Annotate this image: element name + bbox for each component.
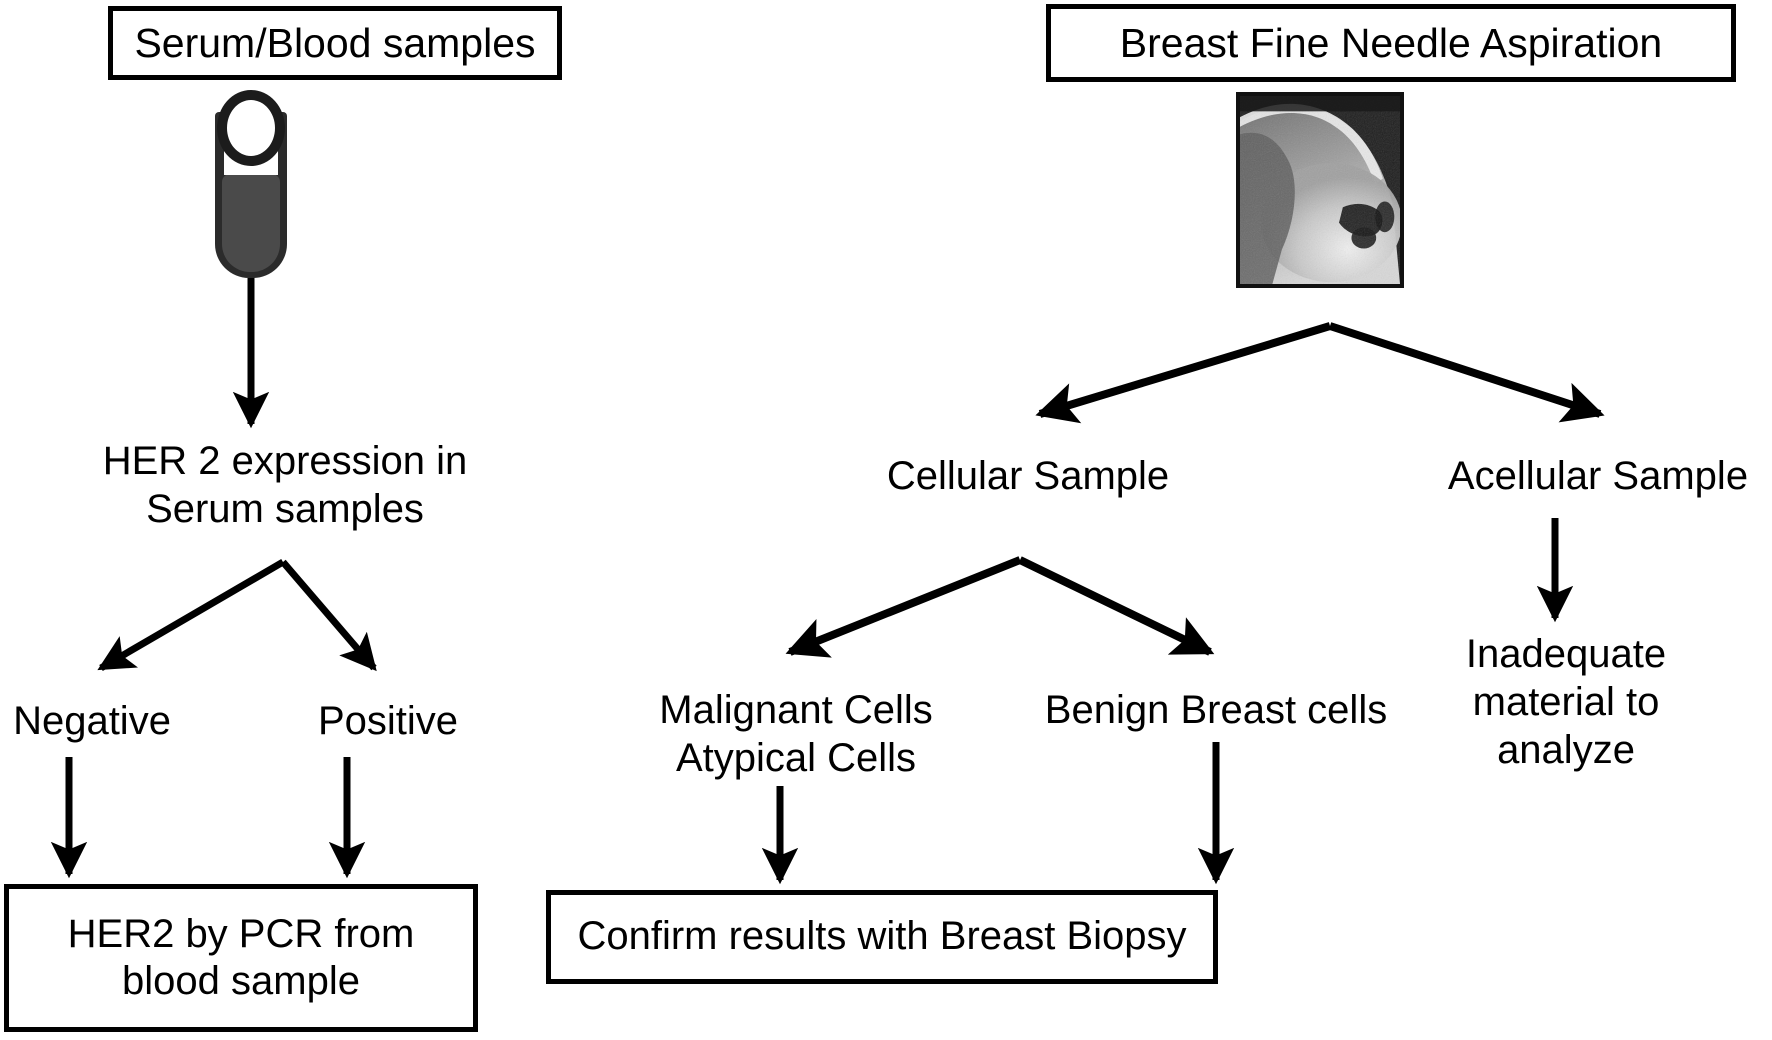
label-cellular-sample: Cellular Sample: [886, 454, 1170, 498]
label-negative: Negative: [13, 699, 171, 743]
label-positive: Positive: [317, 699, 459, 743]
test-tube-rim: [217, 90, 285, 166]
label-benign-breast-cells: Benign Breast cells: [1044, 688, 1388, 732]
arrow-her2-to-negative: [97, 558, 285, 672]
arrow-her2-to-positive: [280, 559, 377, 672]
arrow-fna-to-cellular-sample: [1035, 322, 1332, 424]
node-breast-fine-needle-aspiration: Breast Fine Needle Aspiration: [1046, 4, 1736, 82]
label-malignant-atypical-cells: Malignant Cells Atypical Cells: [659, 688, 933, 780]
label-acellular-sample: Acellular Sample: [1447, 454, 1749, 498]
node-confirm-results-biopsy-label: Confirm results with Breast Biopsy: [577, 914, 1187, 959]
node-confirm-results-biopsy: Confirm results with Breast Biopsy: [546, 890, 1218, 984]
node-her2-by-pcr-label: HER2 by PCR from blood sample: [67, 911, 415, 1003]
ultrasound-image: [1236, 92, 1404, 288]
label-inadequate-material: Inadequate material to analyze: [1465, 632, 1667, 772]
test-tube-icon: [213, 90, 289, 280]
node-serum-blood-samples-label: Serum/Blood samples: [134, 19, 536, 66]
label-her2-expression-serum: HER 2 expression in Serum samples: [102, 439, 468, 531]
test-tube-fill: [222, 174, 280, 272]
node-breast-fine-needle-aspiration-label: Breast Fine Needle Aspiration: [1119, 19, 1663, 66]
arrow-cellular-to-malignant: [785, 556, 1022, 658]
arrow-fna-to-acellular-sample: [1328, 322, 1605, 423]
ultrasound-image-graphic: [1240, 96, 1400, 284]
node-serum-blood-samples: Serum/Blood samples: [108, 6, 562, 80]
arrow-cellular-to-benign: [1018, 556, 1215, 656]
node-her2-by-pcr: HER2 by PCR from blood sample: [4, 884, 478, 1032]
